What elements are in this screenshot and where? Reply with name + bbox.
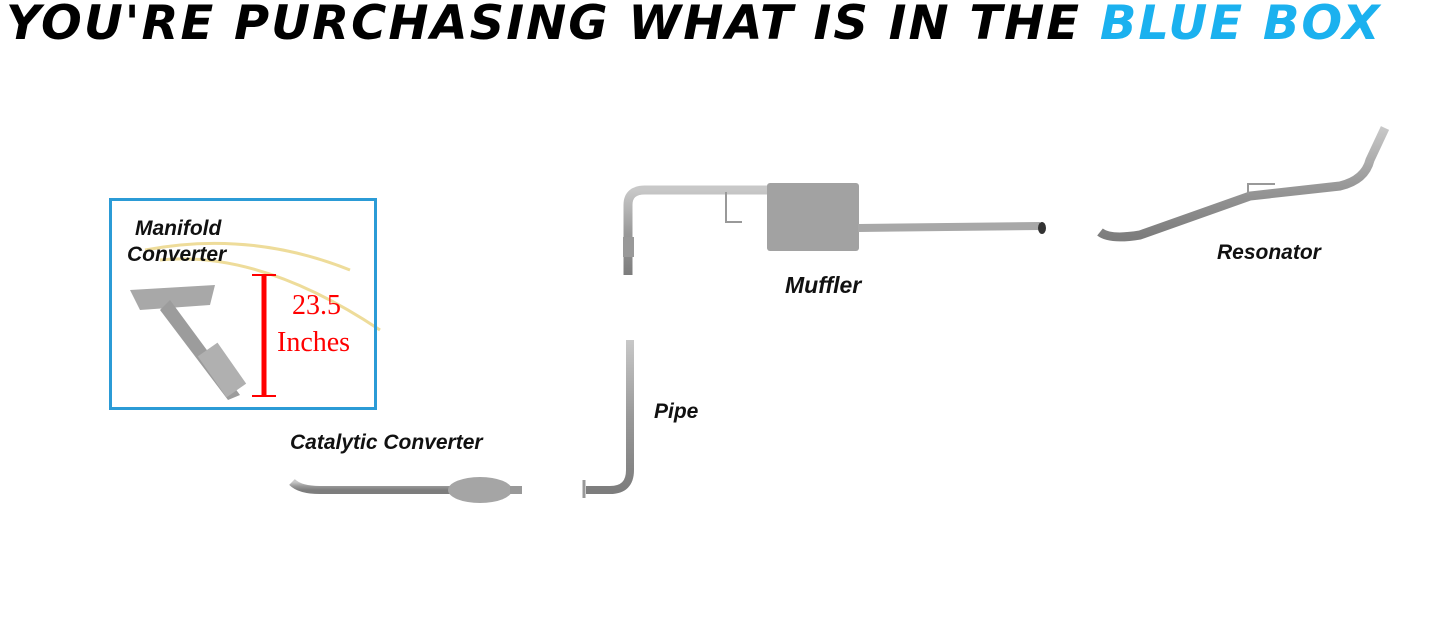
manifold-label-line1: Manifold xyxy=(135,217,222,240)
pipe-image xyxy=(582,340,634,498)
measurement-unit: Inches xyxy=(277,327,351,358)
resonator-label: Resonator xyxy=(1217,241,1321,264)
page-title: YOU'RE PURCHASING WHAT IS IN THE BLUE BO… xyxy=(6,0,1382,51)
measurement-bar xyxy=(252,274,276,397)
muffler-image xyxy=(623,183,1046,275)
manifold-converter-image xyxy=(130,241,381,400)
catalytic-converter-image xyxy=(289,477,522,503)
manifold-label-line2: Converter xyxy=(127,243,227,266)
measurement-value: 23.5 xyxy=(292,290,341,321)
title-highlight: BLUE BOX xyxy=(1099,0,1382,51)
manifold-converter-box xyxy=(109,198,377,410)
catalytic-converter-label: Catalytic Converter xyxy=(290,431,483,454)
resonator-image xyxy=(1097,126,1390,242)
title-prefix: YOU'RE PURCHASING WHAT IS IN THE xyxy=(6,0,1100,51)
pipe-label: Pipe xyxy=(654,400,699,423)
muffler-label: Muffler xyxy=(785,272,862,298)
